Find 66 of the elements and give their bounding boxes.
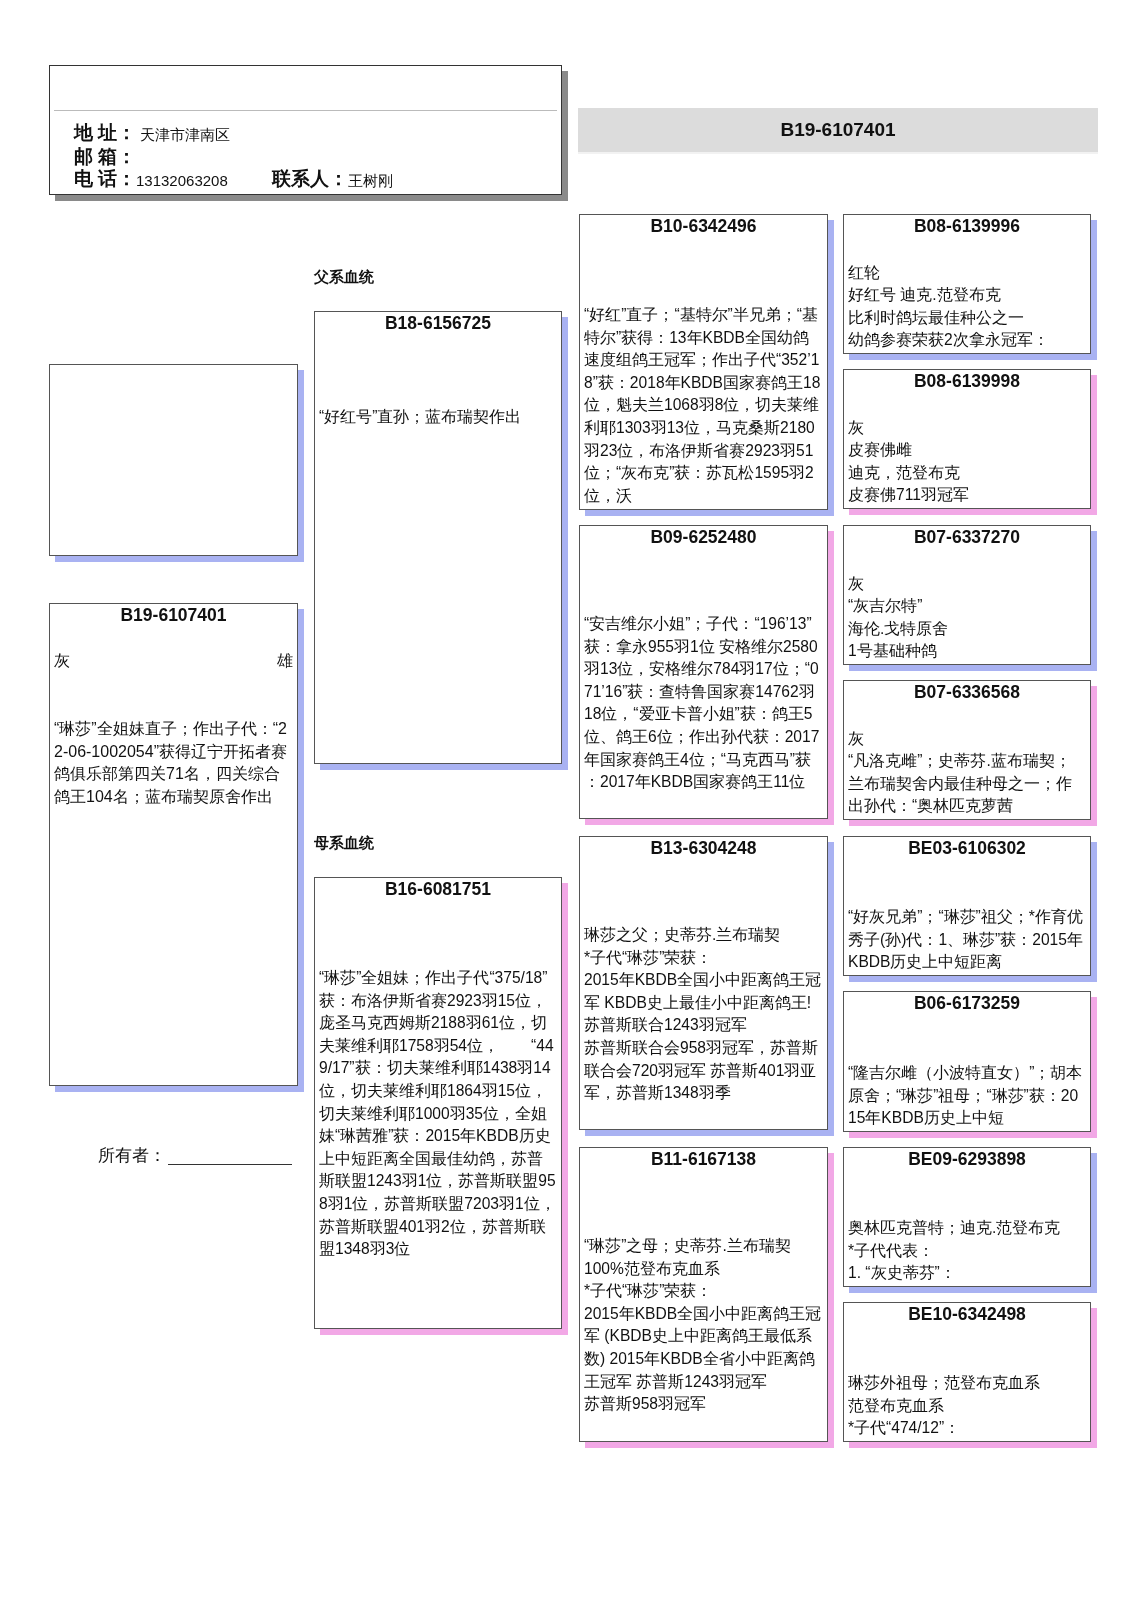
- pedigree-note: 红轮: [848, 262, 881, 283]
- pedigree-note: “好红号”直孙；蓝布瑞契作出: [319, 407, 523, 427]
- pedigree-note: 海伦.戈特原舍: [848, 618, 950, 639]
- pedigree-note: 2015年KBDB全国小中距离鸽王冠军 (KBDB史上中距离鸽王最低系数) 2015年KBDB全省小中距离鸽王冠军 苏普斯1243羽冠军: [584, 1303, 823, 1392]
- pedigree-note: “琳莎”全姐妹直子；作出子代：“22-06-1002054”获得辽宁开拓者赛鸽俱乐部第四关71名，四关综合鸽王104名；蓝布瑞契原舍作出: [53, 719, 288, 807]
- pedigree-note: 范登布克血系: [848, 1395, 945, 1416]
- pedigree-note: 皮赛佛雌: [848, 440, 913, 461]
- pedigree-note: *子代“琳莎”荣获：: [584, 1281, 714, 1302]
- pedigree-note: 琳莎外祖母；范登布克血系: [848, 1373, 1041, 1394]
- field-value: 天津市津南区: [140, 126, 230, 144]
- pedigree-note: 迪克，范登布克: [848, 462, 961, 483]
- ring-number: B08-6139998: [912, 370, 1022, 392]
- pedigree-note: 苏普斯联合1243羽冠军: [584, 1015, 748, 1036]
- pedigree-note: 比利时鸽坛最佳种公之一: [848, 307, 1025, 328]
- pedigree-note: 苏普斯联合会958羽冠军，苏普斯联合会720羽冠军 苏普斯401羽亚军，苏普斯1348羽季: [584, 1037, 820, 1104]
- pedigree-note: 皮赛佛711羽冠军: [848, 485, 970, 506]
- ring-number: B10-6342496: [649, 215, 758, 237]
- pedigree-note: *子代“474/12”：: [848, 1418, 962, 1439]
- ring-number: B07-6336568: [912, 681, 1022, 703]
- pedigree-note: “好灰兄弟”；“琳莎”祖父；*作育优秀子(孙)代：1、琳莎”获：2015年KBDB历史上中短距离: [848, 907, 1084, 973]
- title-band: [578, 108, 1098, 154]
- ring-number: B11-6167138: [649, 1148, 758, 1170]
- field-value: 13132063208: [136, 172, 228, 190]
- pedigree-note: 1号基础种鸽: [848, 641, 938, 662]
- pedigree-note: *子代“琳莎”荣获：: [584, 947, 714, 968]
- pedigree-note: 灰: [848, 573, 865, 594]
- pedigree-note: “琳莎”全姐妹；作出子代“375/18”获：布洛伊斯省赛2923羽15位，庞圣马克西姆斯2188羽61位，切夫莱维利耶1758羽54位， “449/17”获：切夫莱维利耶1438羽14位，切夫莱维利耶1864羽15位，切夫莱维利耶1000羽35位，全姐妹“琳茜雅”获：2015年KBDB历史上中短距离全国最佳幼鸽，苏普斯联盟1243羽1位，苏普斯联盟958羽1位，苏普斯联盟7203羽1位，苏普斯联盟401羽2位，苏普斯联盟1348羽3位: [319, 968, 557, 1260]
- pedigree-note: 幼鸽参赛荣获2次拿永冠军：: [848, 330, 1050, 351]
- ring-number: B16-6081751: [383, 878, 493, 900]
- pedigree-note: 苏普斯958羽冠军: [584, 1394, 708, 1415]
- pedigree-note: “好红”直子；“基特尔”半兄弟；“基特尔”获得：13年KBDB全国幼鸽速度组鸽王冠军；作出子代“352’18”获：2018年KBDB国家赛鸽王18位，魁夫兰1068羽8位，切夫莱维利耶1303羽13位，马克桑斯2180羽23位，布洛伊斯省赛2923羽51位；“灰布克”获：苏瓦松1595羽2位，沃: [584, 305, 822, 506]
- pedigree-note: 奥林匹克普特；迪克.范登布克: [848, 1218, 1062, 1239]
- ring-number: B07-6337270: [912, 526, 1022, 548]
- pedigree-note: 2015年KBDB全国小中距离鸽王冠军 KBDB史上最佳小中距离鸽王!: [584, 970, 823, 1013]
- ring-number: BE10-6342498: [907, 1303, 1027, 1325]
- pedigree-note: 好红号 迪克.范登布克: [848, 285, 1002, 306]
- ring-number: B09-6252480: [649, 526, 758, 548]
- ring-number: B19-6107401: [779, 119, 897, 141]
- field-label: 地 址：: [74, 122, 137, 144]
- section-label: 母系血统: [314, 834, 374, 853]
- sex-text: 雄: [277, 651, 293, 671]
- pedigree-note: “灰吉尔特”: [848, 596, 924, 617]
- pedigree-note: “凡洛克雌”；史蒂芬.蓝布瑞契；兰布瑞契舍内最佳种母之一；作出孙代：“奥林匹克萝茜: [848, 751, 1073, 817]
- ring-number: B08-6139996: [912, 215, 1022, 237]
- section-label: 父系血统: [314, 268, 374, 287]
- field-value: 王树刚: [348, 172, 393, 190]
- ring-number: BE09-6293898: [907, 1148, 1027, 1170]
- ring-number: BE03-6106302: [907, 837, 1027, 859]
- pedigree-note: “琳莎”之母；史蒂芬.兰布瑞契: [584, 1236, 792, 1256]
- field-label: 邮 箱：: [74, 146, 137, 168]
- ring-number: B13-6304248: [649, 837, 758, 859]
- color-text: 灰: [54, 652, 70, 669]
- pedigree-note: 100%范登布克血系: [584, 1258, 721, 1279]
- pedigree-note: 1. “灰史蒂芬”：: [848, 1263, 957, 1284]
- field-label: 电 话：: [74, 168, 137, 190]
- ring-number: B19-6107401: [119, 604, 228, 626]
- pedigree-note: 琳莎之父；史蒂芬.兰布瑞契: [584, 925, 782, 945]
- pedigree-note: 灰: [848, 417, 865, 438]
- pedigree-note: *子代代表：: [848, 1240, 936, 1261]
- pedigree-note: “安吉维尔小姐”；子代：“196’13”获：拿永955羽1位 安格维尔2580羽13位，安格维尔784羽17位；“071’16”获：查特鲁国家赛14762羽18位，“爱亚卡普小姐”获：鸽王5位、鸽王6位；作出孙代获：2017年国家赛鸽王4位；“马克西马”获：2017年KBDB国家赛鸽王11位: [584, 614, 821, 793]
- pedigree-note: 灰: [848, 728, 865, 749]
- pedigree-note: “隆吉尔雌（小波特直女）”；胡本原舍；“琳莎”祖母；“琳莎”获：2015年KBDB历史上中短: [848, 1063, 1084, 1129]
- field-label: 所有者：: [98, 1145, 166, 1166]
- field-label: 联系人：: [272, 168, 348, 190]
- ring-number: B06-6173259: [912, 992, 1022, 1014]
- ring-number: B18-6156725: [383, 312, 493, 334]
